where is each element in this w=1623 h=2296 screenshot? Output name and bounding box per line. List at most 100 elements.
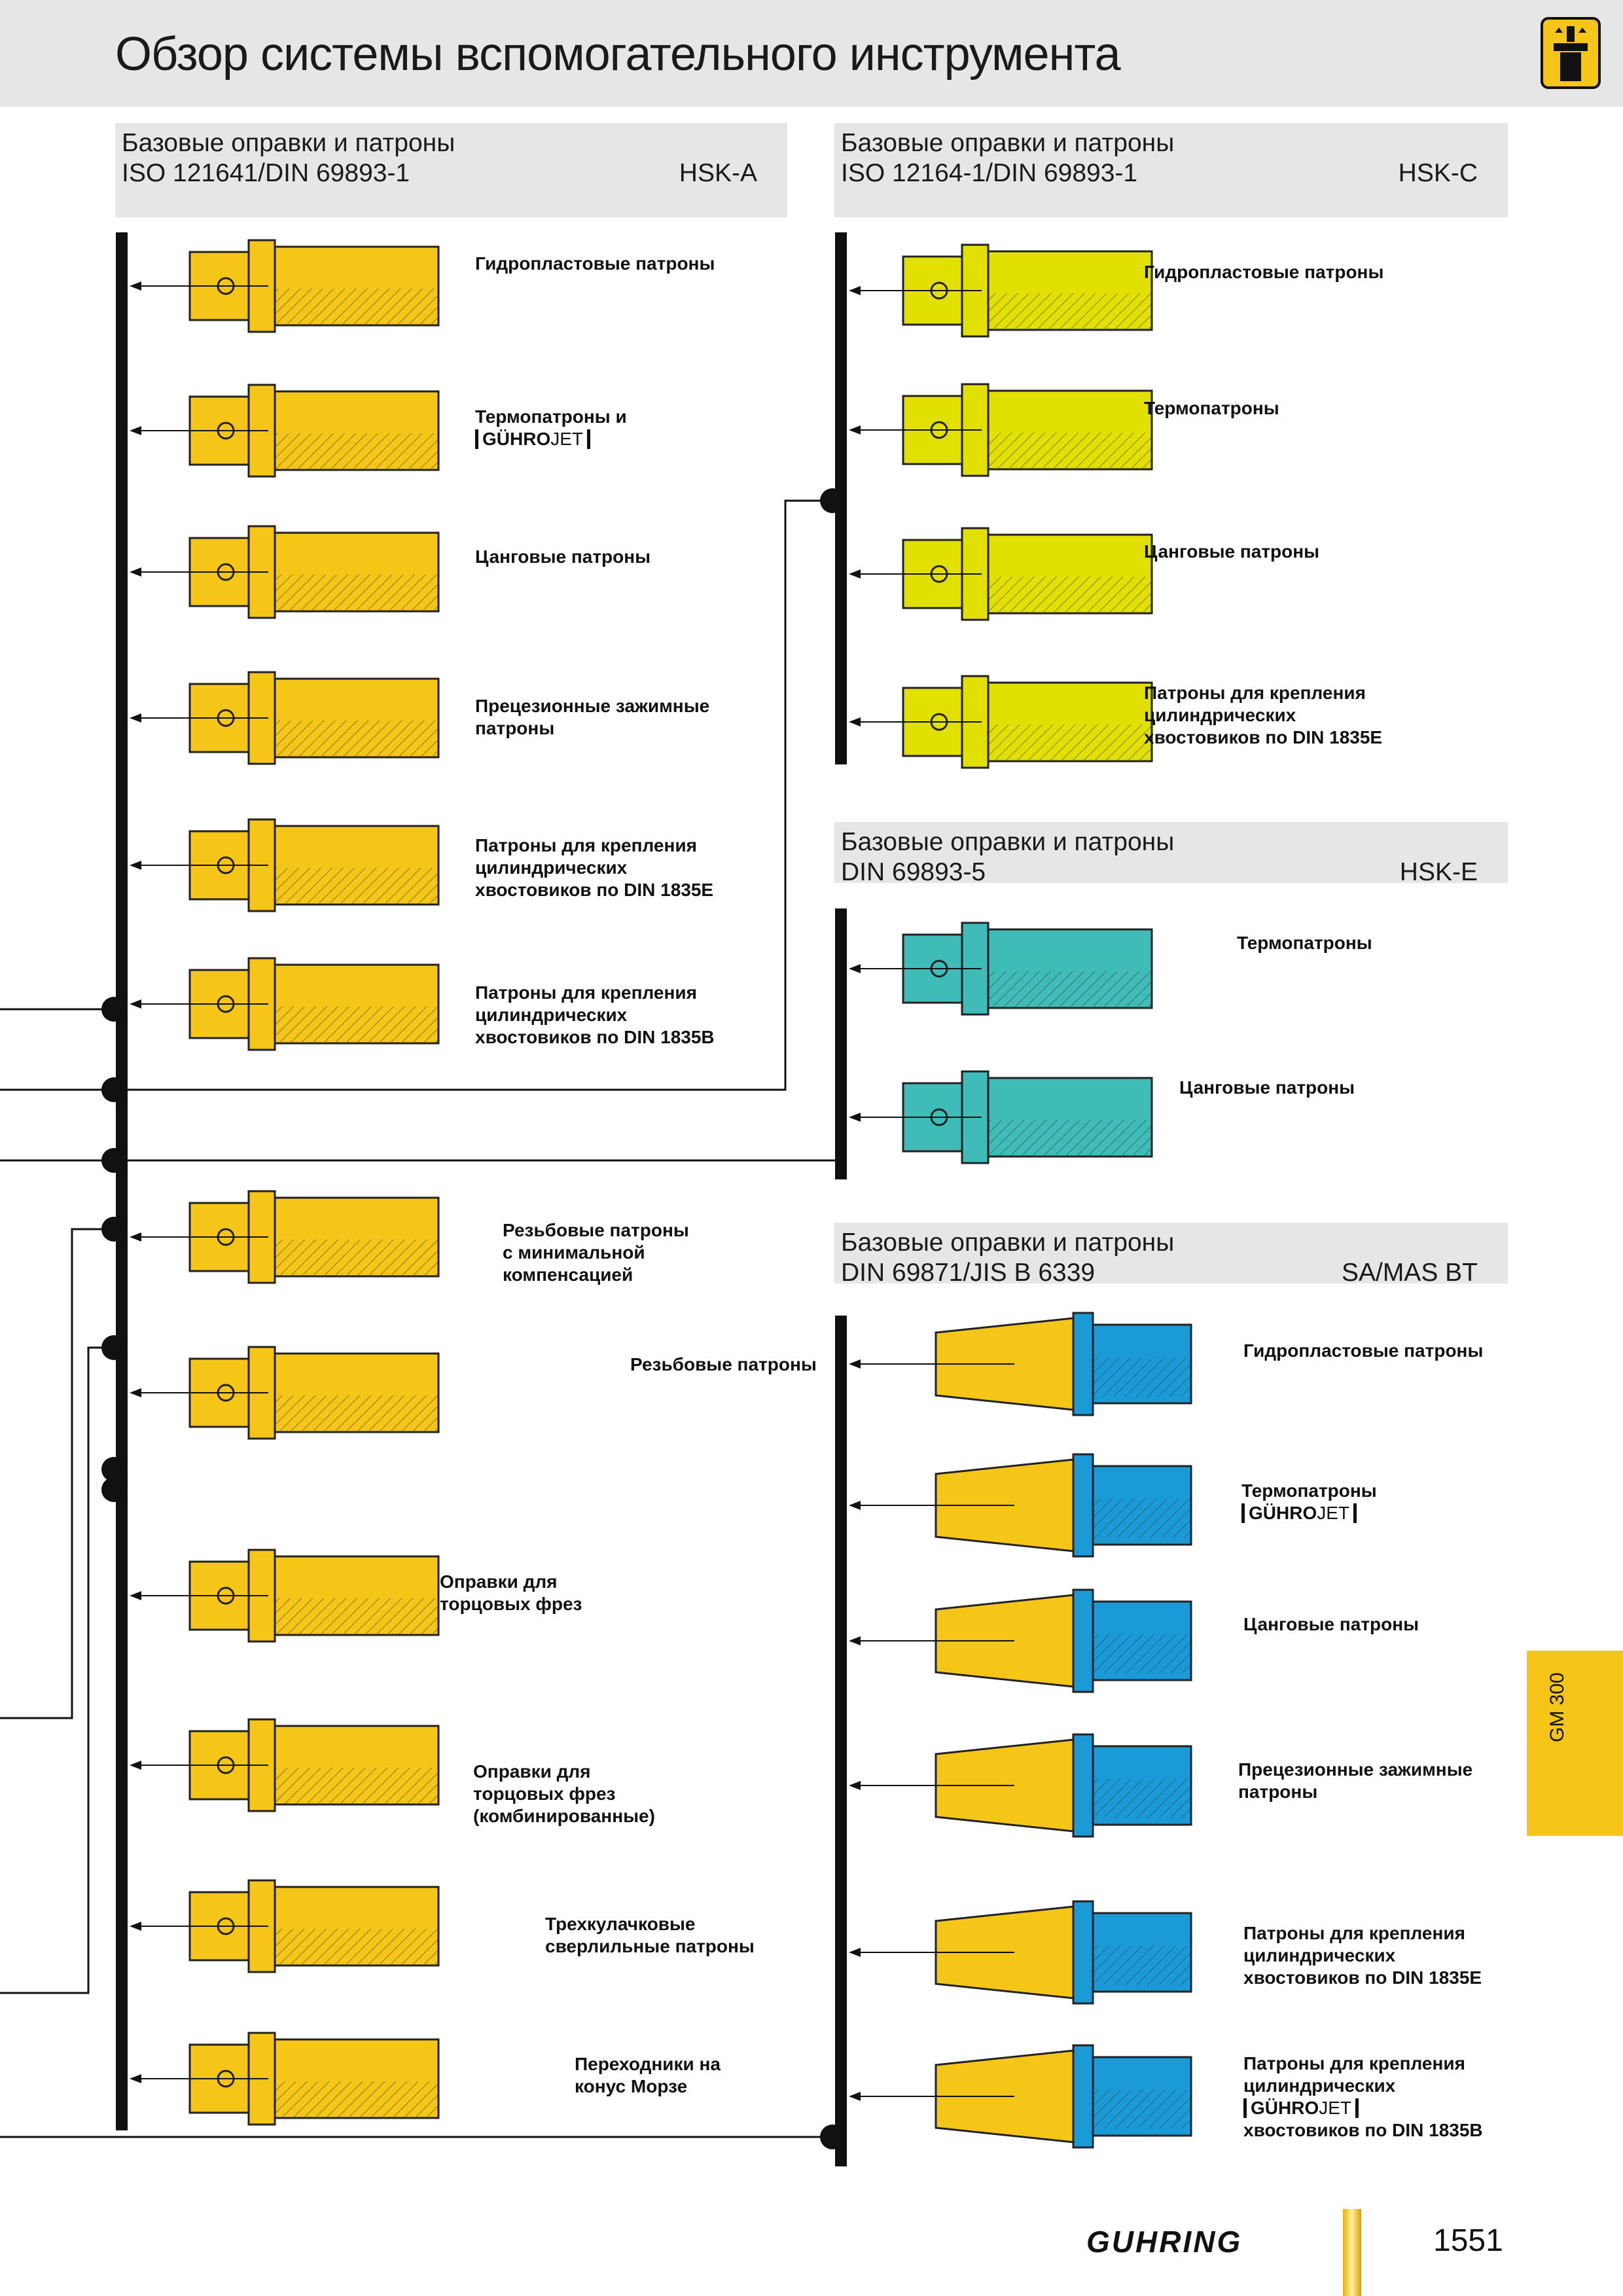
tool-label-line: Прецезионные зажимные xyxy=(475,696,710,716)
page-title: Обзор системы вспомогательного инструмен… xyxy=(115,28,1121,81)
hsk-c-tool-2[interactable] xyxy=(849,383,1153,477)
side-tab[interactable]: GM 300 xyxy=(1527,1651,1623,1836)
tool-label-line: патроны xyxy=(475,718,555,738)
tool-label-line: Гидропластовые патроны xyxy=(1243,1340,1484,1361)
junction-dot xyxy=(101,1077,126,1102)
tool-holder-icon xyxy=(1541,17,1601,89)
arrow-icon xyxy=(130,713,141,723)
section-code: HSK-E xyxy=(1399,858,1478,886)
arrow-icon xyxy=(130,1761,141,1770)
section-standard: DIN 69871/JIS B 6339 xyxy=(841,1259,1096,1287)
tool-label-line: Термопатроны xyxy=(1241,1480,1377,1501)
section-header-hsk-a: Базовые оправки и патроны ISO 121641/DIN… xyxy=(115,123,787,217)
junction-dot xyxy=(101,997,126,1022)
tool-label-line: Цанговые патроны xyxy=(1144,541,1320,562)
tool-label-line: с минимальной xyxy=(503,1242,645,1263)
arrow-icon xyxy=(849,1636,861,1645)
tool-label-line: цилиндрических xyxy=(475,1005,628,1025)
section-header-hsk-e: Базовые оправки и патроны DIN 69893-5 HS… xyxy=(834,822,1508,886)
tool-label-line: патроны xyxy=(1238,1782,1318,1802)
connector-line xyxy=(0,1346,122,1994)
junction-dot xyxy=(101,1217,126,1242)
hsk-a-tool-3[interactable] xyxy=(130,525,440,619)
tool-label-line: Цанговые патроны xyxy=(1243,1614,1419,1634)
tool-label-line: хвостовиков по DIN 1835E xyxy=(475,880,714,900)
arrow-icon xyxy=(130,426,141,435)
section-standard: ISO 121641/DIN 69893-1 xyxy=(122,159,410,187)
page-number: 1551 xyxy=(1433,2223,1503,2258)
guhrojet-badge-a: GÜHRO xyxy=(1249,1503,1317,1523)
tool-label-line: торцовых фрез xyxy=(473,1784,616,1804)
guhrojet-badge-a: GÜHRO xyxy=(1251,2098,1319,2118)
guhrojet-badge-b: JET xyxy=(1317,1503,1350,1523)
tool-label-line: цилиндрических xyxy=(1144,705,1296,725)
tool-label-line: Переходники на xyxy=(575,2054,721,2074)
arrow-icon xyxy=(130,2074,141,2083)
arrow-icon xyxy=(130,861,141,870)
hsk-a-tool-1[interactable] xyxy=(130,239,440,333)
tool-label-line: цилиндрических xyxy=(475,857,628,878)
connector-line xyxy=(122,499,841,1091)
sa-bt-tool-4[interactable] xyxy=(849,1733,1192,1838)
guhrojet-badge: GÜHROJET xyxy=(1243,2098,1359,2118)
sa-bt-tool-2[interactable] xyxy=(849,1453,1192,1558)
hsk-a-tool-10[interactable] xyxy=(130,1718,440,1812)
tool-label-line: Патроны для крепления xyxy=(475,982,697,1003)
hsk-e-tool-2[interactable] xyxy=(849,1070,1153,1164)
arrow-icon xyxy=(130,1232,141,1242)
sa-bt-tool-6[interactable] xyxy=(849,2044,1192,2149)
hsk-a-tool-6[interactable] xyxy=(130,957,440,1051)
hsk-c-tool-3[interactable] xyxy=(849,527,1153,621)
tool-label-line: Патроны для крепления xyxy=(1243,1923,1465,1943)
tool-label-line: Цанговые патроны xyxy=(1179,1077,1355,1098)
arrow-icon xyxy=(849,717,861,726)
sa-bt-tool-1[interactable] xyxy=(849,1312,1192,1416)
tool-label: Цанговые патроны xyxy=(1144,541,1319,563)
tool-label: Гидропластовые патроны xyxy=(1243,1340,1483,1362)
hsk-a-tool-8[interactable] xyxy=(130,1346,440,1440)
hsk-a-tool-9[interactable] xyxy=(130,1549,440,1643)
tool-label-line: Цанговые патроны xyxy=(475,547,651,567)
tool-label: Цанговые патроны xyxy=(1179,1077,1355,1099)
arrow-icon xyxy=(130,567,141,577)
hsk-c-tool-4[interactable] xyxy=(849,675,1153,769)
arrow-icon xyxy=(849,425,861,435)
section-standard: DIN 69893-5 xyxy=(841,858,986,886)
arrow-icon xyxy=(849,1781,861,1790)
tool-label-line: Термопатроны xyxy=(1144,398,1279,418)
junction-dot xyxy=(820,2125,845,2149)
guhrojet-badge: GÜHROJET xyxy=(1241,1503,1357,1523)
junction-dot xyxy=(101,1457,126,1482)
tool-label-line: Патроны для крепления xyxy=(475,835,697,855)
hsk-a-tool-4[interactable] xyxy=(130,671,440,765)
tool-label-line: хвостовиков по DIN 1835E xyxy=(1144,727,1383,747)
hsk-c-tool-1[interactable] xyxy=(849,243,1153,338)
hsk-a-tool-7[interactable] xyxy=(130,1190,440,1284)
hsk-a-tool-2[interactable] xyxy=(130,384,440,478)
sa-bt-tool-3[interactable] xyxy=(849,1588,1192,1693)
hsk-e-tool-1[interactable] xyxy=(849,922,1153,1016)
arrow-icon xyxy=(849,2092,861,2101)
tool-label-line: Гидропластовые патроны xyxy=(475,253,715,274)
arrow-icon xyxy=(130,1922,141,1931)
arrow-icon xyxy=(849,569,861,579)
tool-label: Цанговые патроны xyxy=(475,546,651,568)
tool-label: Термопатроны xyxy=(1237,932,1372,954)
arrow-icon xyxy=(849,1948,861,1957)
tool-label-line: Патроны для крепления xyxy=(1144,683,1366,703)
hsk-a-tool-5[interactable] xyxy=(130,818,440,912)
hsk-a-tool-11[interactable] xyxy=(130,1879,440,1973)
sa-bt-tool-5[interactable] xyxy=(849,1900,1192,2005)
guhrojet-badge-a: GÜHRO xyxy=(482,429,551,449)
hsk-a-tool-12[interactable] xyxy=(130,2032,440,2126)
tool-label-line: хвостовиков по DIN 1835B xyxy=(1243,2120,1483,2140)
tool-label-line: цилиндрических xyxy=(1243,1945,1396,1965)
